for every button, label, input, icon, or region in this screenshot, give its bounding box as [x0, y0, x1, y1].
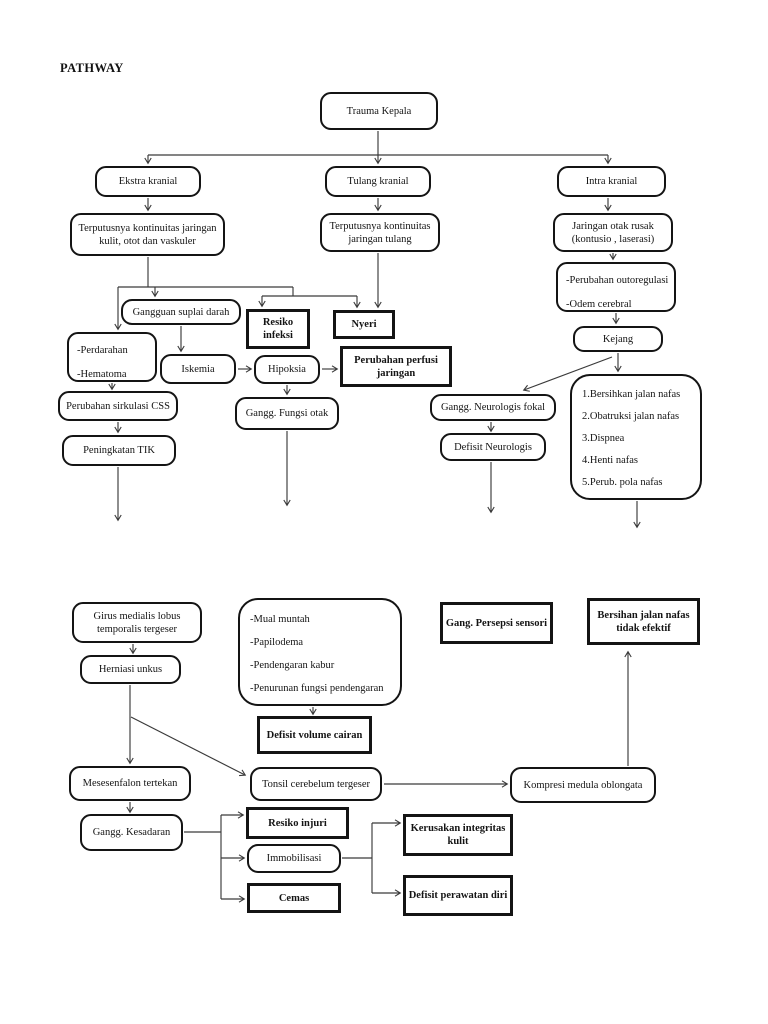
node-defisit-perawatan-diri-label: Defisit perawatan diri: [408, 890, 508, 901]
node-perubahan-perfusi-label: jaringan: [376, 367, 416, 379]
node-jaringan-otak-rusak-label: Jaringan otak rusak: [572, 220, 654, 232]
node-resiko-infeksi: Resiko infeksi: [246, 309, 310, 349]
node-bersihan-jalan-nafas-label: tidak efektif: [616, 622, 671, 634]
node-cemas: Cemas: [247, 883, 341, 913]
node-terputus-tulang-label: Terputusnya kontinuitas: [329, 220, 431, 232]
node-masalah-nafas-list-label: 5.Perub. pola nafas: [582, 477, 663, 488]
node-nyeri: Nyeri: [333, 310, 395, 339]
node-gang-persepsi-sensori: Gang. Persepsi sensori: [440, 602, 553, 644]
node-intra-kranial-label: Intra kranial: [585, 176, 638, 187]
node-bersihan-jalan-nafas-label: Bersihan jalan nafas: [597, 609, 690, 621]
node-kejang-label: Kejang: [602, 333, 634, 345]
connector-arrow: [522, 356, 613, 392]
node-hipoksia: Hipoksia: [254, 355, 320, 384]
node-terputus-tulang-label: jaringan tulang: [348, 233, 412, 245]
node-perubahan-perfusi-label: Perubahan perfusi: [354, 354, 438, 366]
node-intra-kranial: Intra kranial: [557, 166, 666, 197]
node-gangguan-suplai-darah-label: Gangguan suplai darah: [132, 306, 230, 318]
node-perubahan-sirkulasi-css-label: Perubahan sirkulasi CSS: [66, 400, 170, 412]
node-jaringan-otak-rusak-label: (kontusio , laserasi): [571, 233, 655, 245]
node-kompresi-medula: Kompresi medula oblongata: [510, 767, 656, 803]
node-terputus-kulit-label: Terputusnya kontinuitas jaringan: [78, 222, 217, 234]
node-masalah-nafas-list-label: 4.Henti nafas: [582, 455, 638, 466]
node-gangg-neurologis-fokal: Gangg. Neurologis fokal: [430, 394, 556, 421]
node-resiko-infeksi-label: infeksi: [263, 330, 293, 341]
node-gangguan-suplai-darah: Gangguan suplai darah: [121, 299, 241, 325]
node-gejala-tik-list-label: -Penurunan fungsi pendengaran: [250, 683, 384, 694]
page-title: PATHWAY: [60, 61, 124, 75]
node-defisit-volume-cairan: Defisit volume cairan: [257, 716, 372, 754]
node-gangg-neurologis-fokal-label: Gangg. Neurologis fokal: [440, 402, 546, 413]
node-gangg-fungsi-otak-label: Gangg. Fungsi otak: [245, 408, 329, 419]
node-trauma-kepala: Trauma Kepala: [320, 92, 438, 130]
node-tulang-kranial-label: Tulang kranial: [347, 176, 409, 187]
node-tonsil-cerebelum-label: Tonsil cerebelum tergeser: [261, 778, 371, 790]
node-perdarahan-hematoma-label: -Perdarahan: [77, 345, 128, 356]
node-jaringan-otak-rusak: Jaringan otak rusak(kontusio , laserasi): [553, 213, 673, 252]
node-herniasi-unkus: Herniasi unkus: [80, 655, 181, 684]
node-ekstra-kranial: Ekstra kranial: [95, 166, 201, 197]
connector-arrow: [130, 716, 247, 777]
node-tulang-kranial: Tulang kranial: [325, 166, 431, 197]
node-gangg-kesadaran-label: Gangg. Kesadaran: [92, 827, 171, 838]
node-peningkatan-tik: Peningkatan TIK: [62, 435, 176, 466]
node-immobilisasi: Immobilisasi: [247, 844, 341, 873]
node-iskemia-label: Iskemia: [181, 363, 215, 375]
node-hipoksia-label: Hipoksia: [268, 364, 306, 375]
node-immobilisasi-label: Immobilisasi: [266, 853, 322, 864]
node-gejala-tik-list: -Mual muntah -Papilodema -Pendengaran kabu…: [238, 598, 402, 706]
node-cemas-label: Cemas: [278, 892, 310, 904]
node-ekstra-kranial-label: Ekstra kranial: [118, 176, 178, 187]
node-tonsil-cerebelum: Tonsil cerebelum tergeser: [250, 767, 382, 801]
node-mesesenfalon-tertekan: Mesesenfalon tertekan: [69, 766, 191, 801]
node-kompresi-medula-label: Kompresi medula oblongata: [523, 779, 643, 791]
node-perdarahan-hematoma: -Perdarahan -Hematoma: [67, 332, 157, 382]
node-kerusakan-integritas-kulit-label: kulit: [447, 836, 469, 847]
node-masalah-nafas-list-label: 1.Bersihkan jalan nafas: [582, 389, 681, 400]
node-perdarahan-hematoma-label: -Hematoma: [77, 369, 127, 380]
node-resiko-injuri: Resiko injuri: [246, 807, 349, 839]
node-perubahan-sirkulasi-css: Perubahan sirkulasi CSS: [58, 391, 178, 421]
node-resiko-injuri-label: Resiko injuri: [268, 817, 327, 829]
node-gejala-tik-list-label: -Pendengaran kabur: [250, 660, 335, 671]
node-trauma-kepala-label: Trauma Kepala: [346, 105, 412, 117]
node-girus-medialis-label: Girus medialis lobus: [93, 610, 181, 622]
node-kejang: Kejang: [573, 326, 663, 352]
node-defisit-volume-cairan-label: Defisit volume cairan: [266, 729, 363, 741]
node-mesesenfalon-tertekan-label: Mesesenfalon tertekan: [82, 778, 178, 789]
node-masalah-nafas-list-label: 2.Obatruksi jalan nafas: [582, 411, 680, 422]
node-gejala-tik-list-label: -Mual muntah: [250, 614, 310, 625]
node-herniasi-unkus-label: Herniasi unkus: [98, 664, 163, 675]
node-masalah-nafas-list: 1.Bersihkan jalan nafas 2.Obatruksi jalan…: [570, 374, 702, 500]
node-outoregulasi: -Perubahan outoregulasi -Odem cerebral: [556, 262, 676, 312]
node-gangg-kesadaran: Gangg. Kesadaran: [80, 814, 183, 851]
node-defisit-perawatan-diri: Defisit perawatan diri: [403, 875, 513, 916]
node-defisit-neurologis-label: Defisit Neurologis: [454, 441, 532, 453]
node-girus-medialis-label: temporalis tergeser: [97, 623, 177, 635]
node-gangg-fungsi-otak: Gangg. Fungsi otak: [235, 397, 339, 430]
node-terputus-kulit-label: kulit, otot dan vaskuler: [99, 235, 196, 247]
node-peningkatan-tik-label: Peningkatan TIK: [83, 445, 155, 456]
node-outoregulasi-label: -Odem cerebral: [566, 299, 632, 310]
node-resiko-infeksi-label: Resiko: [262, 317, 294, 328]
node-outoregulasi-label: -Perubahan outoregulasi: [566, 275, 669, 286]
node-gang-persepsi-sensori-label: Gang. Persepsi sensori: [445, 617, 548, 629]
node-kerusakan-integritas-kulit-label: Kerusakan integritas: [410, 823, 506, 834]
node-masalah-nafas-list-label: 3.Dispnea: [582, 433, 625, 444]
node-kerusakan-integritas-kulit: Kerusakan integritas kulit: [403, 814, 513, 856]
node-gejala-tik-list-label: -Papilodema: [250, 637, 304, 648]
node-iskemia: Iskemia: [160, 354, 236, 384]
node-defisit-neurologis: Defisit Neurologis: [440, 433, 546, 461]
node-nyeri-label: Nyeri: [351, 319, 377, 330]
